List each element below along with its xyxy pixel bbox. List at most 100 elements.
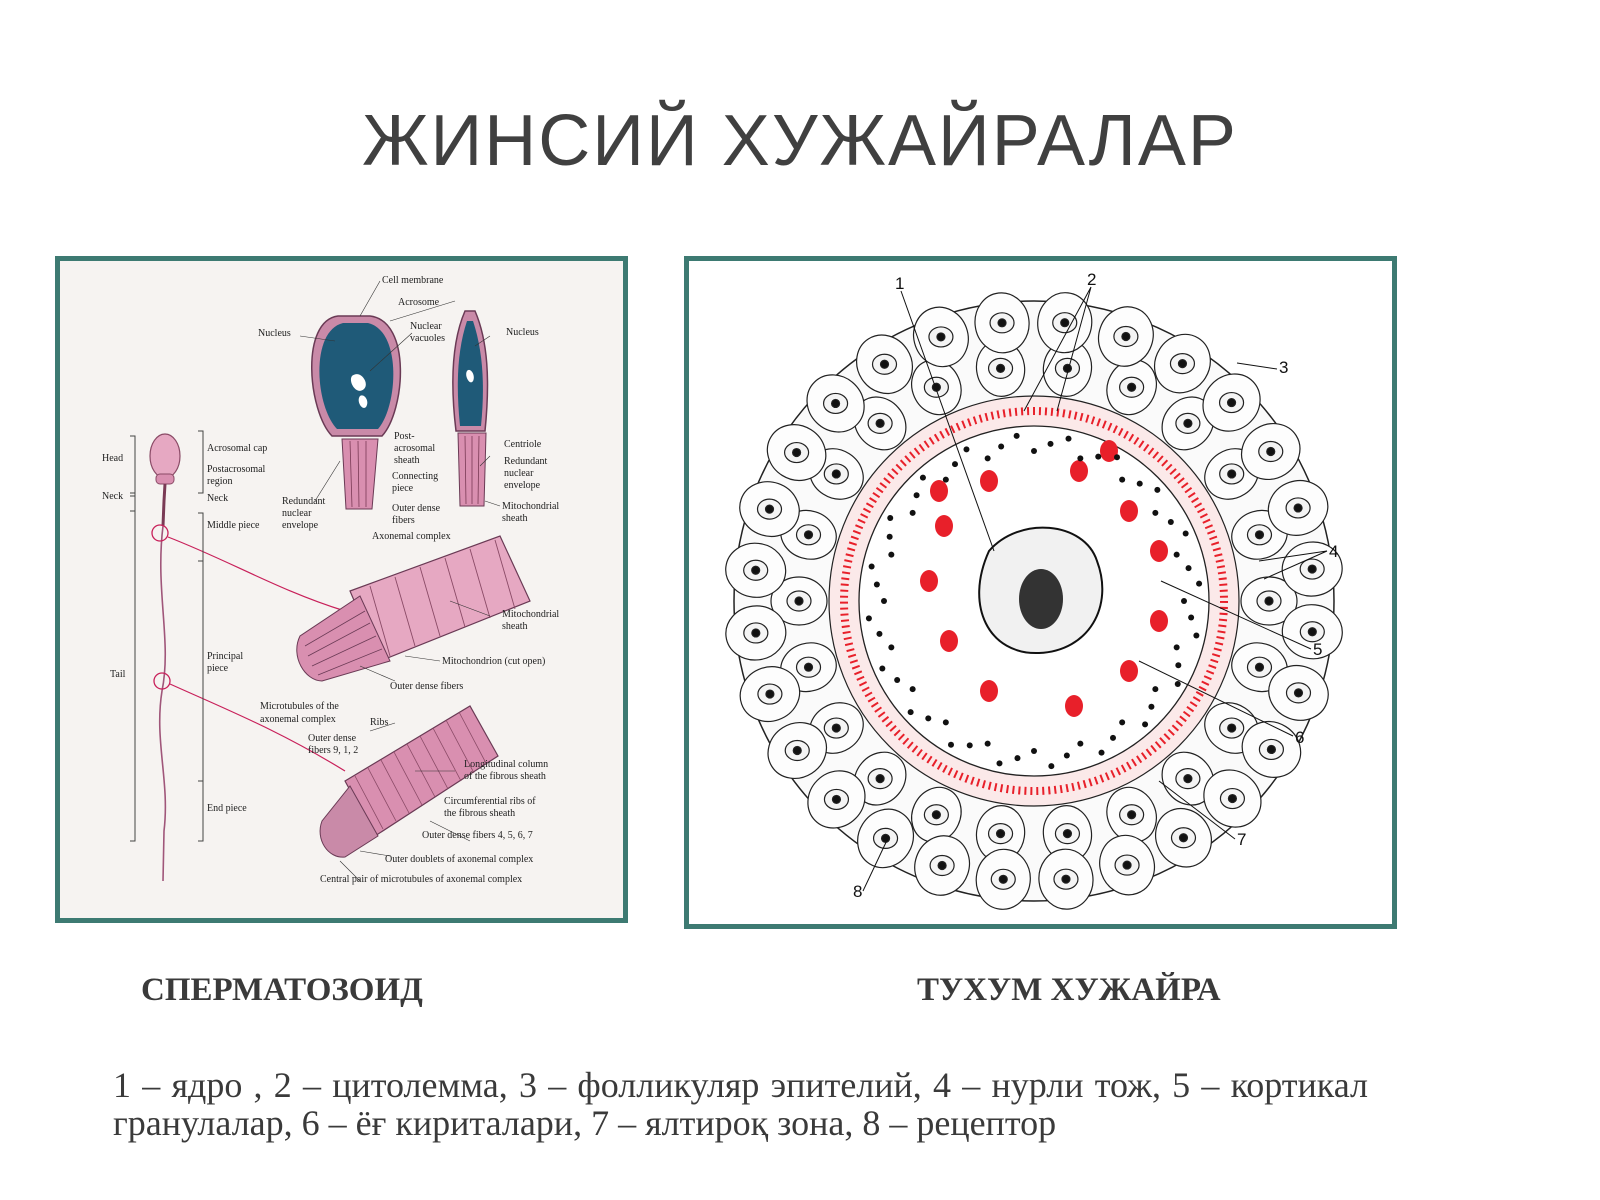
middle-piece-section (296, 535, 531, 682)
yolk-granule (1175, 662, 1182, 669)
yolk-granule (1142, 721, 1149, 728)
oocyte-number-3: 3 (1279, 358, 1288, 377)
oocyte-number-4: 4 (1329, 542, 1338, 561)
label-middle-piece: Middle piece (207, 520, 260, 531)
yolk-granule (909, 509, 916, 516)
label-centriole: Centriole (504, 439, 542, 450)
yolk-granule (1119, 719, 1126, 726)
cortical-granule (980, 470, 998, 492)
label-redundant-env-left-3: envelope (282, 520, 319, 531)
follicle-cell-nucleolus (1061, 874, 1071, 884)
follicle-cell-nucleolus (792, 745, 802, 756)
oocyte-diagram: 1 2 3 4 5 6 7 8 (725, 270, 1343, 910)
follicle-cell-nucleolus (791, 447, 802, 458)
label-nuclear-vacuoles: Nuclear (410, 321, 442, 332)
label-circumferential-ribs: Circumferential ribs of (444, 796, 536, 807)
legend-text: 1 – ядро , 2 – цитолемма, 3 – фолликуляр… (113, 1065, 1368, 1143)
cortical-granule (1100, 440, 1118, 462)
yolk-granule (998, 443, 1005, 450)
follicle-cell-nucleolus (1227, 723, 1237, 733)
label-postacrosomal-region: Postacrosomal (207, 464, 266, 475)
oocyte-number-7: 7 (1237, 830, 1246, 849)
follicle-cell-nucleolus (1178, 833, 1189, 843)
caption-oocyte: ТУХУМ ХУЖАЙРА (917, 972, 1221, 1008)
follicle-cell-nucleolus (1254, 530, 1265, 540)
yolk-granule (925, 715, 932, 722)
yolk-granule (1098, 749, 1105, 756)
label-outer-dense-912: Outer dense (308, 733, 357, 744)
yolk-granule (894, 677, 901, 683)
yolk-granule (886, 533, 893, 540)
follicle-cell-nucleolus (751, 628, 761, 638)
label-redundant-env-right-3: envelope (504, 480, 541, 491)
yolk-granule (1193, 632, 1200, 639)
yolk-granule (879, 665, 886, 672)
oocyte-figure: 1 2 3 4 5 6 7 8 (684, 256, 1397, 929)
label-nucleus-right: Nucleus (506, 327, 539, 338)
yolk-granule (1119, 476, 1126, 483)
follicle-cell-nucleolus (1226, 397, 1237, 408)
follicle-cell-nucleolus (1183, 418, 1193, 428)
follicle-cell-nucleolus (1254, 662, 1265, 672)
yolk-granule (1196, 580, 1203, 587)
yolk-granule (1154, 486, 1161, 493)
follicle-cell-nucleolus (1177, 358, 1188, 369)
yolk-granule (1148, 703, 1155, 710)
follicular-epithelium (725, 292, 1343, 910)
yolk-granule (952, 461, 958, 468)
yolk-granule (888, 551, 895, 558)
yolk-granule (942, 719, 949, 726)
yolk-granule (1185, 565, 1192, 572)
yolk-granule (1031, 448, 1037, 454)
follicle-cell-nucleolus (1122, 860, 1132, 870)
follicle-cell-nucleolus (1121, 331, 1131, 342)
cortical-granule (930, 480, 948, 502)
leader-lines (299, 280, 501, 882)
label-postacrosomal-region-2: region (207, 476, 233, 487)
cortical-granule (1070, 460, 1088, 482)
label-ribs: Ribs (370, 717, 388, 728)
label-outer-dense-fibers-top-2: fibers (392, 515, 415, 526)
label-connecting-piece: Connecting (392, 471, 438, 482)
follicle-cell-nucleolus (875, 418, 885, 428)
label-redundant-env-right: Redundant (504, 456, 548, 467)
yolk-granule (913, 492, 920, 499)
zona-pellucida (840, 407, 1228, 795)
label-axonemal-complex: Axonemal complex (372, 531, 451, 542)
follicle-cell-nucleolus (879, 359, 890, 369)
follicle-cell-nucleolus (937, 860, 947, 871)
caption-spermatozoon: СПЕРМАТОЗОИД (141, 972, 423, 1008)
label-mitochondrion: Mitochondrion (cut open) (442, 656, 545, 667)
oocyte-number-1: 1 (895, 274, 904, 293)
label-nucleus-left: Nucleus (258, 328, 291, 339)
label-principal-piece-2: piece (207, 663, 229, 674)
follicle-cell-nucleolus (1227, 469, 1237, 479)
yolk-granule (1188, 614, 1195, 621)
yolk-granule (907, 709, 914, 716)
label-microtubules: Microtubules of the (260, 701, 339, 712)
label-longitudinal-column-2: of the fibrous sheath (464, 771, 546, 782)
label-head: Head (102, 453, 123, 464)
yolk-granule (963, 446, 970, 453)
yolk-granule (881, 598, 887, 604)
oocyte-number-2: 2 (1087, 270, 1096, 289)
whole-sperm (130, 430, 346, 882)
cortical-granule (940, 630, 958, 652)
cortical-granule (980, 680, 998, 702)
follicle-cell-nucleolus (831, 723, 841, 733)
label-cell-membrane: Cell membrane (382, 275, 444, 286)
label-redundant-env-left-2: nuclear (282, 508, 312, 519)
cortical-granule (1150, 540, 1168, 562)
label-outer-dense-fibers: Outer dense fibers (390, 681, 463, 692)
yolk-granule (1077, 455, 1084, 462)
follicle-cell-nucleolus (1266, 446, 1276, 457)
label-mito-sheath-mid-2: sheath (502, 621, 528, 632)
yolk-granule (1173, 551, 1180, 558)
oocyte-number-8: 8 (853, 882, 862, 901)
follicle-cell-nucleolus (1307, 564, 1317, 574)
yolk-granule (876, 630, 883, 637)
follicle-cell-nucleolus (803, 662, 814, 672)
yolk-granule (966, 742, 973, 749)
nucleolus (1019, 569, 1063, 629)
follicle-cell-nucleolus (995, 829, 1006, 839)
